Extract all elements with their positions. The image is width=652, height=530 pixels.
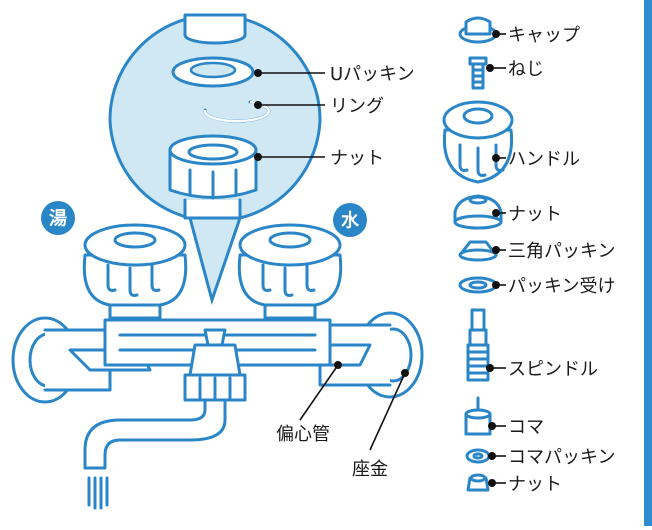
zoom-nut-icon	[168, 134, 258, 220]
part-row-cap: キャップ	[492, 25, 580, 46]
part-label-spindle: スピンドル	[508, 359, 598, 380]
valve-packing-icon	[465, 448, 491, 464]
label-washer-seat: 座金	[352, 459, 388, 480]
part-label-screw: ねじ	[508, 59, 544, 80]
hot-handle-icon	[82, 223, 188, 320]
left-mount-icon	[11, 316, 112, 404]
label-zoom-nut: ナット	[330, 148, 384, 169]
hot-badge: 湯	[41, 201, 75, 235]
handle-icon	[442, 100, 514, 184]
part-row-small-nut: ナット	[488, 474, 562, 495]
part-label-nut: ナット	[508, 204, 562, 225]
part-row-handle: ハンドル	[492, 149, 580, 170]
ring-icon	[203, 100, 271, 123]
part-row-valve-packing: コマパッキン	[488, 447, 615, 468]
cold-handle-icon	[237, 223, 343, 320]
side-accent-bar	[644, 0, 652, 526]
label-eccentric-pipe: 偏心管	[276, 424, 330, 445]
spindle-icon	[466, 308, 490, 382]
label-eccentric-pipe-group: 偏心管	[276, 361, 342, 445]
label-u-packing: Uパッキン	[330, 64, 415, 85]
part-row-packing-holder: パッキン受け	[492, 276, 615, 297]
nut-icon	[453, 194, 503, 230]
part-row-triangle-packing: 三角パッキン	[492, 241, 615, 262]
cap-icon	[458, 16, 498, 44]
u-packing-icon	[171, 56, 255, 88]
zoom-label-u-packing: Uパッキン	[254, 64, 415, 85]
small-nut-icon	[466, 473, 490, 492]
part-row-screw: ねじ	[486, 59, 544, 80]
valve-piece-icon	[464, 396, 492, 436]
zoom-top-part	[183, 13, 247, 45]
center-cap	[203, 328, 227, 347]
faucet-illustration	[11, 223, 424, 510]
water-stream-icon	[87, 476, 109, 510]
part-label-packing-holder: パッキン受け	[508, 276, 615, 297]
zoom-callout	[108, 13, 322, 306]
part-label-small-nut: ナット	[508, 474, 562, 495]
cold-badge-text: 水	[341, 210, 360, 232]
part-label-cap: キャップ	[508, 25, 580, 46]
part-row-valve-piece: コマ	[488, 417, 544, 438]
spout	[83, 398, 227, 470]
screw-icon	[468, 56, 488, 90]
part-label-triangle-packing: 三角パッキン	[508, 241, 615, 262]
zoom-label-ring: リング	[254, 96, 384, 117]
part-row-nut: ナット	[492, 204, 562, 225]
part-label-valve-piece: コマ	[508, 417, 544, 438]
part-label-valve-packing: コマパッキン	[508, 447, 615, 468]
cold-badge: 水	[333, 203, 367, 237]
triangle-packing-icon	[458, 240, 498, 262]
part-row-spindle: スピンドル	[486, 359, 598, 380]
packing-holder-icon	[458, 276, 498, 294]
label-ring: リング	[330, 96, 384, 117]
hot-badge-text: 湯	[49, 209, 67, 230]
part-label-handle: ハンドル	[508, 149, 580, 170]
zoom-label-nut: ナット	[254, 148, 384, 169]
label-washer-seat-group: 座金	[352, 369, 409, 480]
